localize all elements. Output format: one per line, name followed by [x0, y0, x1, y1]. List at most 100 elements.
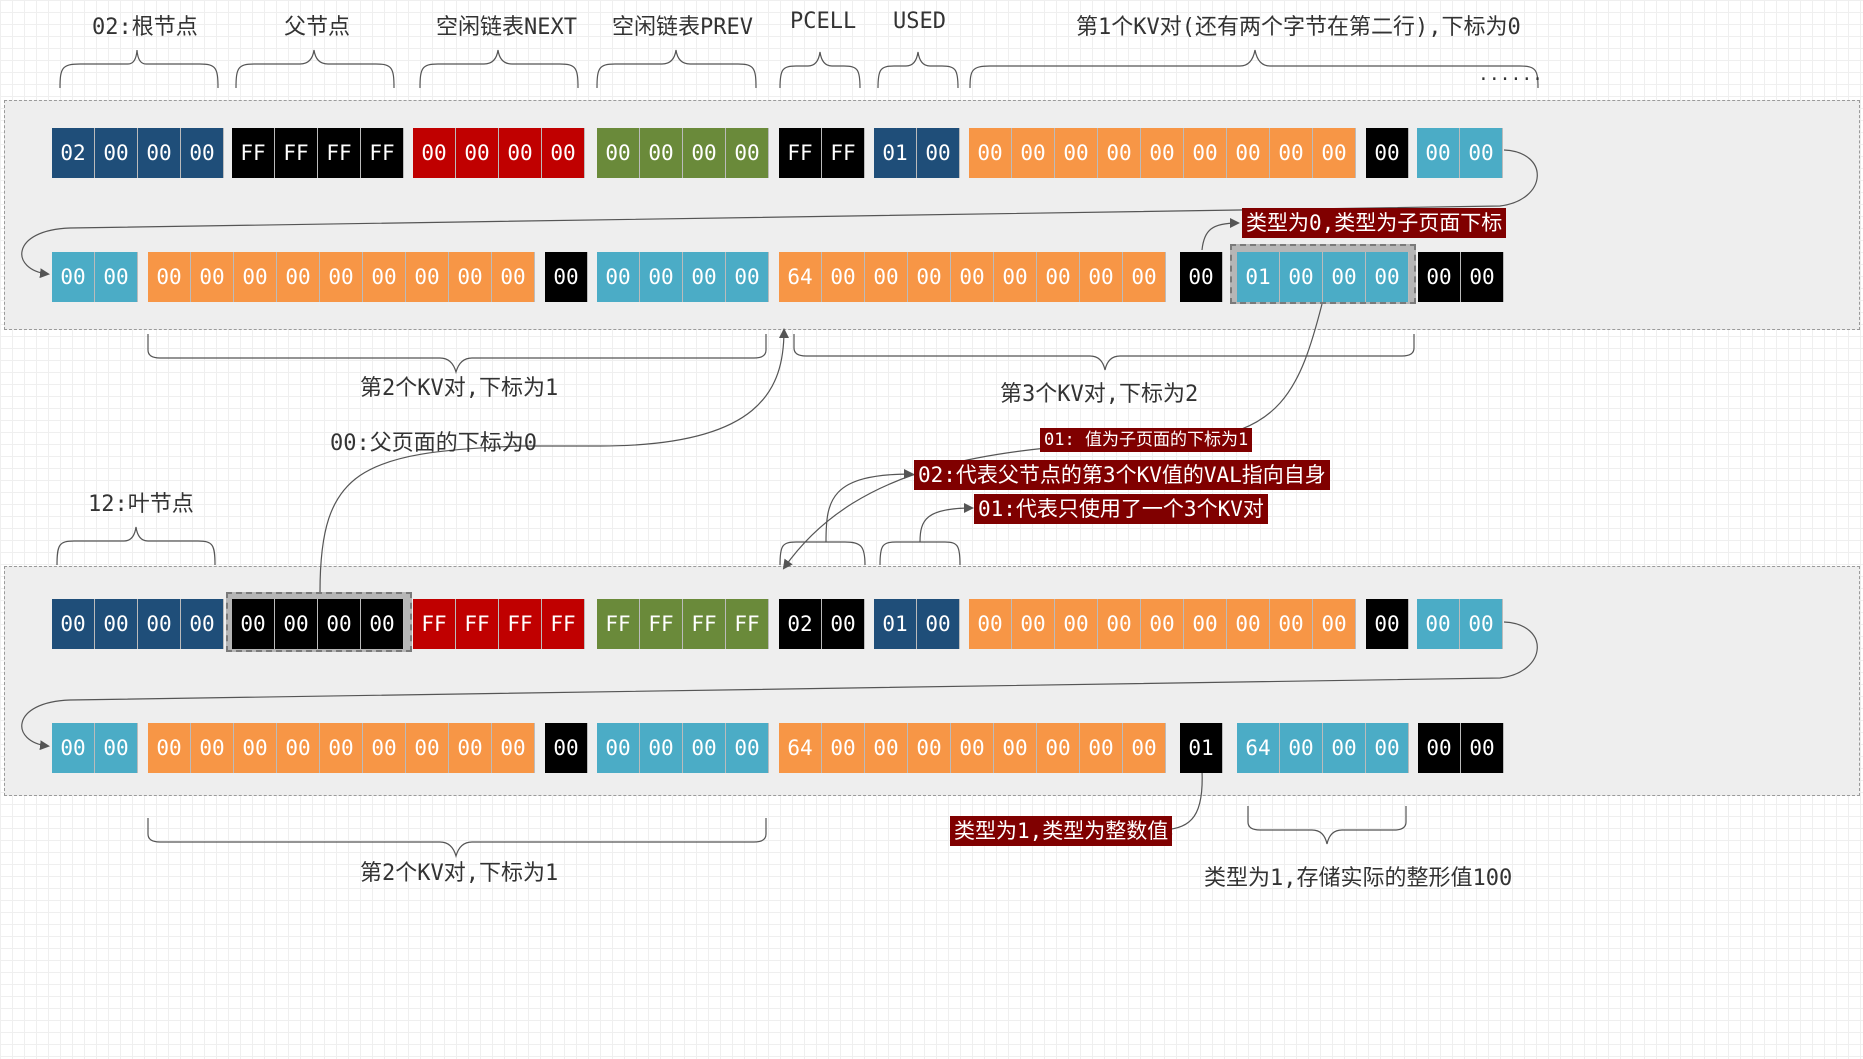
brace-used	[877, 51, 959, 89]
byte-cell: 00	[726, 252, 769, 302]
arrow-parent-index	[319, 328, 789, 593]
byte-cell: 01	[874, 599, 917, 649]
byte-cell: 00	[1055, 599, 1098, 649]
brace-leaf-node	[56, 526, 216, 566]
byte-cell: 00	[994, 252, 1037, 302]
byte-cell: 00	[181, 599, 224, 649]
byte-cell: 00	[320, 252, 363, 302]
byte-cell: 02	[779, 599, 822, 649]
p1-kv2-label: 第2个KV对,下标为1	[360, 376, 559, 401]
parent-node-label: 父节点	[284, 15, 351, 40]
byte-cell: 64	[779, 252, 822, 302]
byte-cell: 00	[138, 128, 181, 178]
byte-cell: 00	[95, 252, 138, 302]
byte-cell: 00	[1323, 723, 1366, 773]
byte-cell: 00	[1366, 252, 1409, 302]
byte-cell: FF	[597, 599, 640, 649]
byte-cell: 64	[1237, 723, 1280, 773]
byte-cell: 00	[822, 599, 865, 649]
byte-cell: 00	[95, 723, 138, 773]
wrap-line-page2	[21, 621, 1538, 751]
byte-cell: 00	[1323, 252, 1366, 302]
byte-cell: FF	[683, 599, 726, 649]
byte-cell: 00	[52, 599, 95, 649]
byte-cell: 00	[406, 723, 449, 773]
byte-cell: 00	[969, 128, 1012, 178]
byte-cell: 00	[1055, 128, 1098, 178]
free-prev-label: 空闲链表PREV	[612, 15, 753, 40]
brace-int-value	[1247, 806, 1407, 845]
byte-cell: FF	[640, 599, 683, 649]
byte-cell: 00	[1418, 252, 1461, 302]
byte-cell: FF	[779, 128, 822, 178]
byte-cell: 00	[1098, 128, 1141, 178]
byte-cell: 00	[275, 599, 318, 649]
byte-cell: 00	[865, 252, 908, 302]
wrap-line-page1	[21, 149, 1538, 279]
free-next-label: 空闲链表NEXT	[436, 15, 577, 40]
byte-cell: FF	[275, 128, 318, 178]
byte-cell: FF	[499, 599, 542, 649]
byte-cell: 00	[917, 128, 960, 178]
type1-annotation: 类型为1,类型为整数值	[950, 816, 1173, 846]
byte-cell: 00	[1012, 599, 1055, 649]
byte-cell: 00	[361, 599, 404, 649]
byte-cell: 00	[683, 128, 726, 178]
type0-annotation: 类型为0,类型为子页面下标	[1242, 208, 1507, 238]
byte-cell: 00	[234, 723, 277, 773]
byte-cell: 00	[640, 723, 683, 773]
byte-cell: 00	[951, 252, 994, 302]
byte-cell: 00	[640, 252, 683, 302]
byte-cell: 00	[1037, 252, 1080, 302]
byte-cell: 01	[874, 128, 917, 178]
byte-cell: FF	[361, 128, 404, 178]
byte-cell: 00	[822, 723, 865, 773]
byte-cell: 00	[822, 252, 865, 302]
used-note-annotation: 01:代表只使用了一个3个KV对	[974, 494, 1268, 524]
byte-cell: FF	[456, 599, 499, 649]
brace-pcell	[779, 51, 861, 89]
byte-cell: 00	[1141, 599, 1184, 649]
byte-cell: 00	[640, 128, 683, 178]
byte-cell: 00	[191, 723, 234, 773]
byte-cell: 00	[52, 723, 95, 773]
byte-cell: 00	[148, 723, 191, 773]
byte-cell: 00	[449, 723, 492, 773]
brace-parent-node	[235, 49, 395, 89]
byte-cell: 00	[232, 599, 275, 649]
byte-cell: 00	[1366, 599, 1409, 649]
leaf-node-label: 12:叶节点	[88, 492, 194, 517]
byte-cell: 01	[1180, 723, 1223, 773]
byte-cell: 00	[1460, 599, 1503, 649]
byte-cell: 00	[1417, 599, 1460, 649]
byte-cell: 00	[1270, 599, 1313, 649]
byte-cell: 00	[969, 599, 1012, 649]
byte-cell: 00	[1461, 723, 1504, 773]
byte-cell: 00	[138, 599, 181, 649]
byte-cell: 00	[951, 723, 994, 773]
byte-cell: 00	[1417, 128, 1460, 178]
brace-used-page2	[879, 541, 961, 566]
byte-cell: 00	[277, 252, 320, 302]
pcell-label: PCELL	[790, 9, 857, 34]
byte-cell: 00	[406, 252, 449, 302]
byte-cell: 00	[1080, 252, 1123, 302]
byte-cell: 00	[1080, 723, 1123, 773]
byte-cell: 00	[908, 723, 951, 773]
brace-kv2-page2	[147, 818, 767, 859]
byte-cell: 00	[1366, 723, 1409, 773]
byte-cell: 00	[181, 128, 224, 178]
byte-cell: 00	[1460, 128, 1503, 178]
byte-cell: 00	[363, 252, 406, 302]
brace-root-node	[59, 49, 219, 89]
byte-cell: 00	[1418, 723, 1461, 773]
byte-cell: 00	[449, 252, 492, 302]
used-label: USED	[893, 9, 946, 34]
byte-cell: 00	[95, 599, 138, 649]
arrow-type0	[1201, 218, 1240, 251]
byte-cell: 00	[52, 252, 95, 302]
byte-cell: 00	[1280, 723, 1323, 773]
byte-cell: 00	[1366, 128, 1409, 178]
byte-cell: 00	[917, 599, 960, 649]
byte-cell: 00	[1180, 252, 1223, 302]
